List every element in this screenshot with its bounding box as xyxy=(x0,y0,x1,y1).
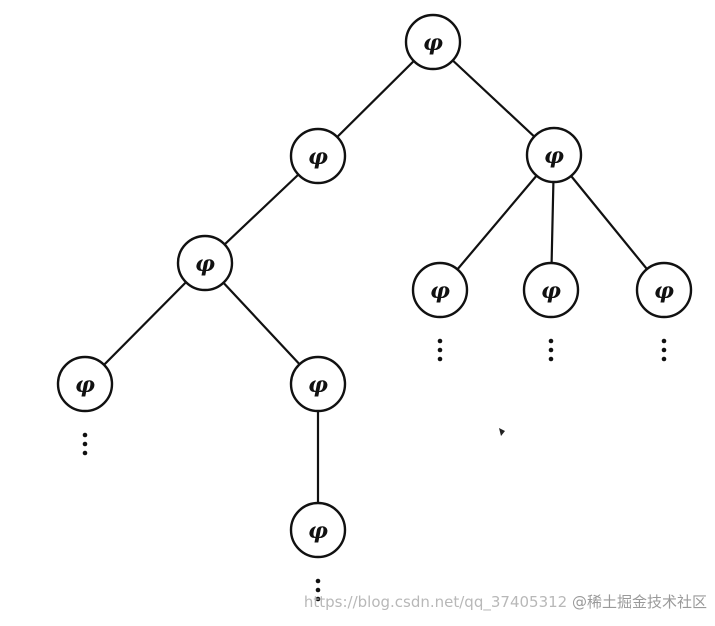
node-circle xyxy=(404,13,462,71)
node-n8: φ xyxy=(289,355,347,413)
node-circle xyxy=(411,261,469,319)
ellipsis-n7 xyxy=(82,432,88,456)
node-n2: φ xyxy=(525,126,583,184)
node-n4: φ xyxy=(411,261,469,319)
ellipsis-dot xyxy=(548,356,554,362)
node-label: φ xyxy=(541,278,561,304)
ellipsis-dot xyxy=(315,596,321,602)
ellipsis-dot xyxy=(315,587,321,593)
ellipsis-dot xyxy=(82,432,88,438)
ellipsis-n9 xyxy=(315,578,321,602)
watermark-url: https://blog.csdn.net/qq_37405312 xyxy=(303,593,568,611)
node-label: φ xyxy=(654,278,674,304)
node-circle xyxy=(635,261,693,319)
ellipsis-dot xyxy=(437,338,443,344)
edge-n2-n6 xyxy=(552,153,666,292)
ellipsis-layer xyxy=(82,338,667,602)
watermark-brand: @稀土掘金技术社区 xyxy=(571,593,707,611)
node-root: φ xyxy=(404,13,462,71)
ellipsis-n4 xyxy=(437,338,443,362)
node-label: φ xyxy=(308,372,328,398)
nodes-layer: φ φ φ φ φ φ φ φ φ φ xyxy=(56,13,693,559)
ellipsis-dot xyxy=(82,450,88,456)
node-label: φ xyxy=(195,251,215,277)
node-circle xyxy=(289,355,347,413)
ellipsis-dot xyxy=(548,347,554,353)
node-circle xyxy=(525,126,583,184)
edge-n2-n4 xyxy=(438,153,556,292)
ellipsis-n5 xyxy=(548,338,554,362)
ellipsis-dot xyxy=(437,347,443,353)
ellipsis-dot xyxy=(315,578,321,584)
stray-mark xyxy=(499,428,505,436)
node-n3: φ xyxy=(176,234,234,292)
ellipsis-n6 xyxy=(661,338,667,362)
node-label: φ xyxy=(75,372,95,398)
node-label: φ xyxy=(430,278,450,304)
node-label: φ xyxy=(544,143,564,169)
ellipsis-dot xyxy=(661,356,667,362)
node-label: φ xyxy=(308,144,328,170)
node-circle xyxy=(289,127,347,185)
node-label: φ xyxy=(308,518,328,544)
ellipsis-dot xyxy=(661,338,667,344)
ellipsis-dot xyxy=(548,338,554,344)
node-n5: φ xyxy=(522,261,580,319)
ellipsis-dot xyxy=(661,347,667,353)
node-n1: φ xyxy=(289,127,347,185)
node-circle xyxy=(289,501,347,559)
node-label: φ xyxy=(423,30,443,56)
node-circle xyxy=(176,234,234,292)
watermark: https://blog.csdn.net/qq_37405312 @稀土掘金技… xyxy=(304,591,707,612)
ellipsis-dot xyxy=(82,441,88,447)
node-n6: φ xyxy=(635,261,693,319)
ellipsis-dot xyxy=(437,356,443,362)
node-n7: φ xyxy=(56,355,114,413)
node-n9: φ xyxy=(289,501,347,559)
node-circle xyxy=(522,261,580,319)
node-circle xyxy=(56,355,114,413)
edge-n3-n7 xyxy=(83,261,207,386)
